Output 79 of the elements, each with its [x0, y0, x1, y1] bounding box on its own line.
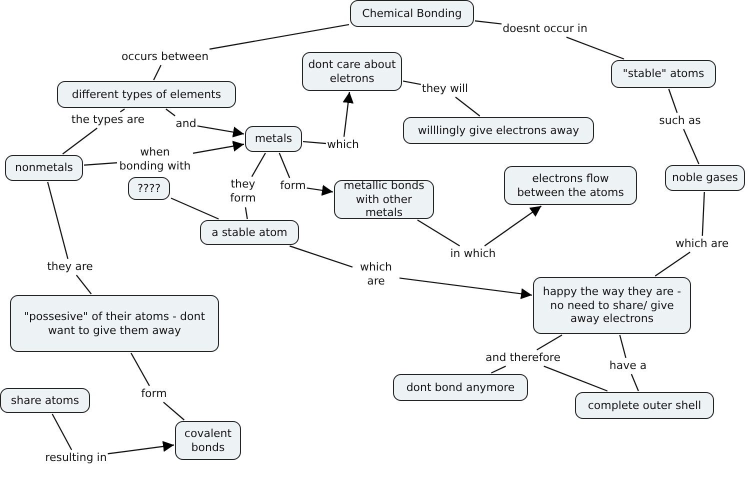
concept-text: dont care about eletrons [307, 58, 397, 86]
concept-text: Chemical Bonding [362, 6, 462, 20]
connector-line [302, 140, 326, 144]
concept-text: different types of elements [72, 88, 222, 102]
linking-phrase: they are [47, 260, 93, 274]
concept-box [245, 126, 302, 152]
connector-line [654, 252, 690, 276]
concept-text: covalent bonds [183, 426, 233, 454]
arrow [484, 206, 542, 246]
connector-line [490, 366, 506, 374]
concept-text: metallic bonds with other metals [342, 178, 426, 220]
linking-phrase: resulting in [45, 450, 107, 466]
concept-box [175, 421, 241, 460]
linking-phrase: the types are [71, 112, 145, 128]
connector-line [166, 108, 176, 116]
concept-box [575, 392, 714, 419]
connector-line [170, 198, 219, 220]
concept-box [393, 374, 528, 401]
connector-line [544, 366, 608, 392]
connector-line [402, 80, 421, 86]
arrow [399, 277, 532, 300]
connector-line [130, 352, 150, 386]
concept-text: "possesive" of their atoms - dont want to give them away [22, 310, 206, 338]
connector-line [702, 192, 705, 236]
concept-text: a stable atom [212, 226, 288, 240]
concept-text: ???? [137, 182, 161, 196]
connector-line [566, 36, 624, 60]
concept-text: "stable" atoms [622, 67, 704, 81]
linking-phrase: when bonding with [118, 146, 192, 174]
connector-line [278, 152, 290, 178]
concept-box [533, 277, 691, 334]
concept-box [5, 155, 83, 181]
concept-box [350, 0, 474, 27]
connector-line [209, 24, 350, 50]
connector-line [244, 207, 248, 220]
concept-box [57, 81, 236, 108]
concept-box [504, 166, 637, 205]
connector-line [668, 88, 678, 114]
concept-box [128, 177, 170, 200]
concept-box [403, 117, 594, 144]
connector-line [52, 414, 72, 450]
arrow [197, 125, 244, 138]
connector-line [630, 374, 639, 392]
connector-line [289, 245, 353, 268]
connector-line [251, 152, 266, 177]
concept-box [334, 180, 434, 219]
concept-box [10, 295, 219, 352]
arrow [342, 92, 354, 137]
arrow [192, 140, 244, 154]
linking-phrase: they will [422, 82, 468, 96]
connector-line [76, 274, 92, 294]
concept-text: noble gases [672, 171, 738, 185]
concept-text: nonmetals [15, 161, 73, 175]
connector-line [153, 64, 162, 80]
concept-box [0, 388, 90, 413]
connector-line [536, 334, 562, 350]
concept-text: share atoms [10, 394, 80, 408]
concept-text: metals [254, 132, 292, 146]
connector-line [163, 402, 185, 420]
concept-box [302, 52, 402, 91]
connector-line [120, 108, 125, 112]
concept-box [611, 60, 716, 88]
connector-line [474, 20, 502, 25]
concept-text: complete outer shell [588, 398, 702, 412]
concept-text: dont bond anymore [406, 380, 515, 394]
connector-line [683, 128, 700, 164]
arrow [306, 184, 334, 196]
concept-text: happy the way they are - no need to share/ give away electrons [542, 284, 682, 326]
connector-line [619, 334, 626, 358]
concept-text: willlingly give electrons away [418, 124, 580, 138]
arrow [108, 441, 174, 454]
connector-line [62, 128, 98, 154]
connector-line [417, 219, 460, 246]
concept-text: electrons flow between the atoms [516, 172, 625, 200]
connector-line [47, 182, 68, 259]
concept-box [200, 220, 299, 245]
concept-box [665, 165, 745, 191]
connector-line [84, 162, 118, 166]
connector-line [455, 96, 480, 116]
